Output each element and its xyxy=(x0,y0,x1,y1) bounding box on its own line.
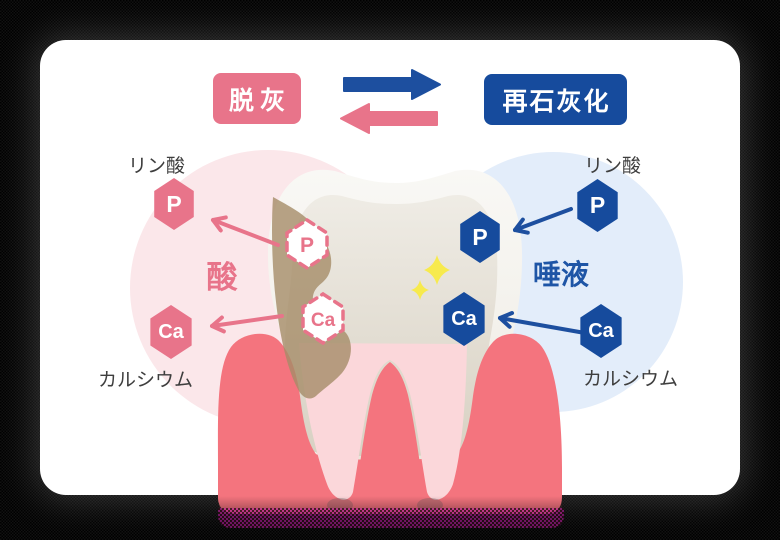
gum xyxy=(217,333,562,514)
acid-phosphate-hexagon: P xyxy=(154,178,194,230)
dissolving-p-label: P xyxy=(300,234,314,257)
dissolving-ca-hexagon: Ca xyxy=(301,291,345,346)
dissolving-ca-label: Ca xyxy=(311,310,336,331)
saliva-phosphate-label: リン酸 xyxy=(584,156,642,177)
gum-arch xyxy=(356,362,424,490)
saliva-calcium-arrow xyxy=(497,311,587,335)
saliva-phosphate-arrow xyxy=(513,207,573,235)
remineralization-badge: 再石灰化 xyxy=(484,74,627,125)
bottom-noise-artifact xyxy=(218,508,564,528)
remineralization-arrow-icon xyxy=(340,103,438,134)
demineralization-arrow-icon xyxy=(343,69,441,100)
sparkle-small-icon xyxy=(411,280,429,300)
acid-calcium-arrow xyxy=(210,314,284,334)
acid-zone-label: 酸 xyxy=(206,260,238,295)
tooth-roots xyxy=(299,343,467,500)
saliva-zone-label: 唾液 xyxy=(532,259,589,290)
acid-phosphate-arrow xyxy=(211,215,280,247)
demineralization-badge: 脱灰 xyxy=(213,73,301,124)
sparkle-large-icon xyxy=(424,255,450,285)
acid-phosphate-label: リン酸 xyxy=(128,156,186,177)
acid-calcium-label: カルシウム xyxy=(98,370,194,391)
acid-calcium-hexagon: Ca xyxy=(150,305,192,359)
saliva-calcium-label: カルシウム xyxy=(583,369,679,390)
dissolving-p-hexagon: P xyxy=(285,217,329,271)
